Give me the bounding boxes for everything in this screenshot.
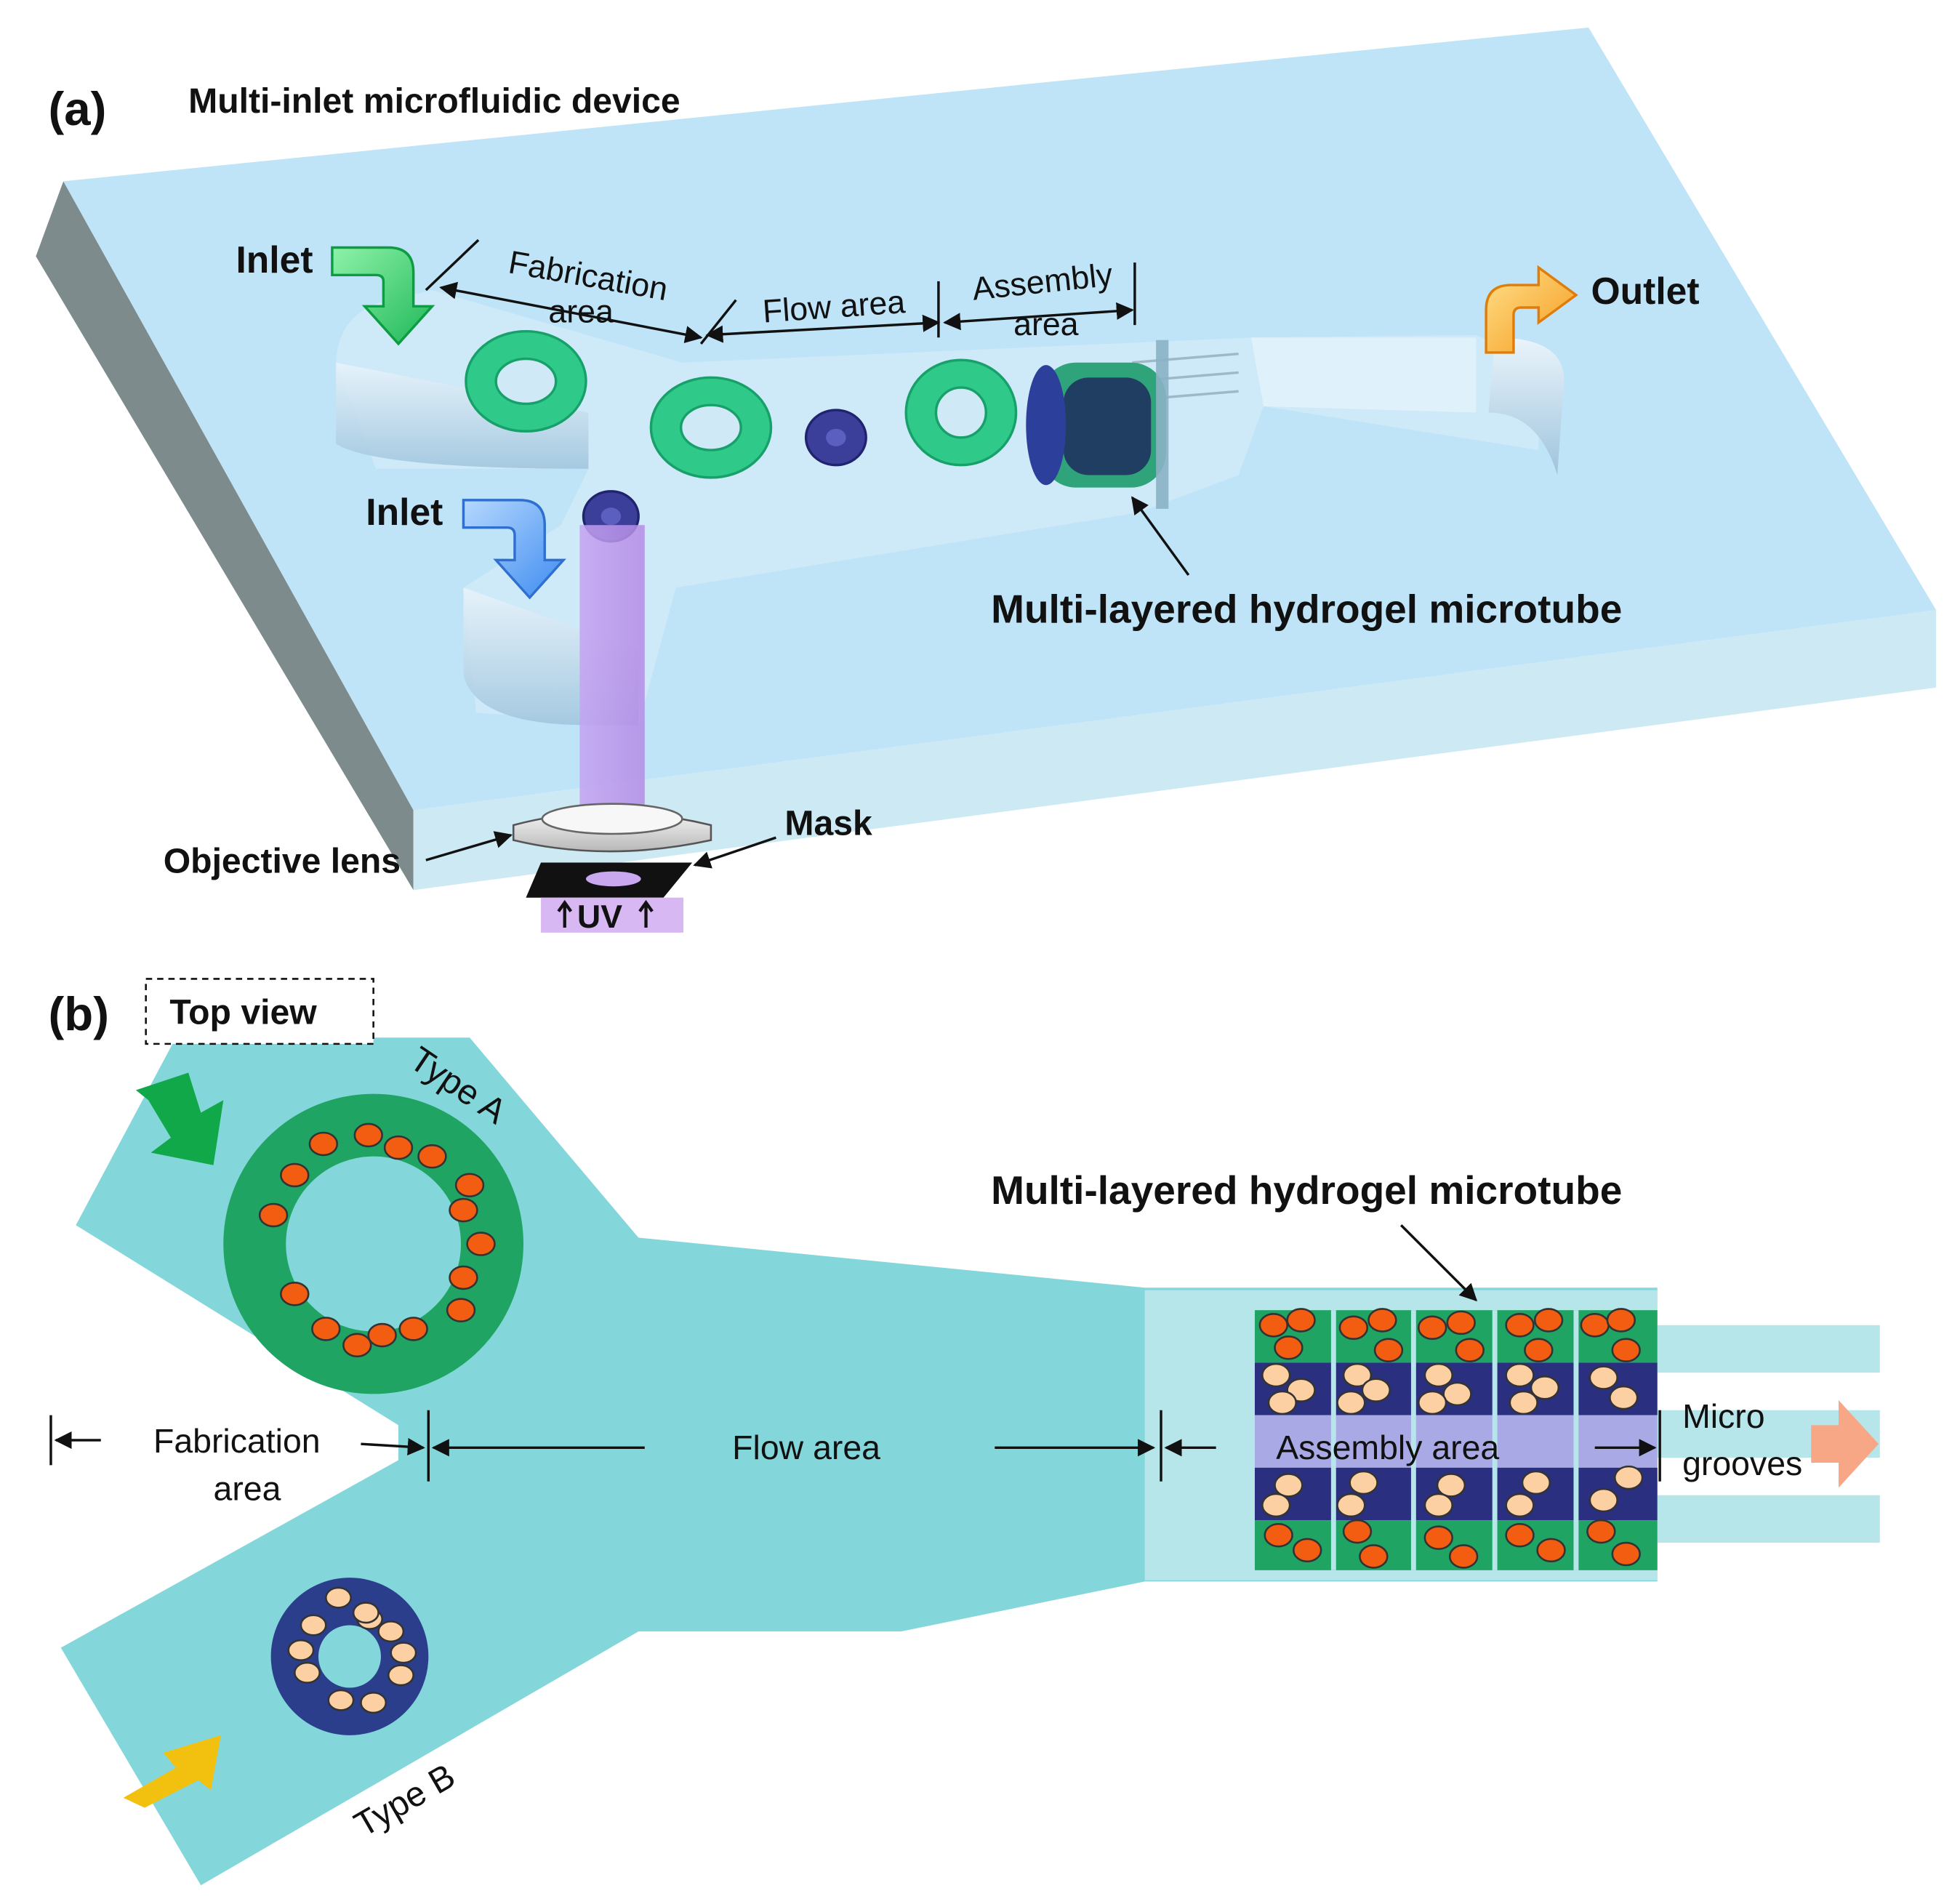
- type-b-cells: [287, 1586, 417, 1714]
- channel-top-view: [60, 1037, 1658, 1886]
- panel-b: (b) Top view Type A Type B Multi-layered…: [49, 978, 1880, 1886]
- inlet-green-arrow-b: [135, 1072, 224, 1165]
- outlet-label: Outlet: [1591, 270, 1700, 312]
- type-a-ring: [223, 1093, 523, 1394]
- dimension-lines-a: [425, 238, 1190, 869]
- microtube-label-a: Multi-layered hydrogel microtube: [991, 586, 1622, 631]
- microtube-label-b: Multi-layered hydrogel microtube: [991, 1168, 1622, 1213]
- ring-a-3: [904, 358, 1018, 467]
- uv-beam: [579, 525, 645, 838]
- inlet-yellow-arrow-b: [123, 1735, 221, 1808]
- assembly-area-label-a2: area: [1013, 307, 1079, 342]
- inlet-bottom-arrow: [462, 499, 566, 600]
- outlet-arrow: [1485, 265, 1578, 354]
- top-view-label: Top view: [169, 992, 317, 1032]
- assembly-area-label-b: Assembly area: [1276, 1429, 1499, 1466]
- inlet-bottom-label: Inlet: [366, 491, 443, 533]
- panel-a-title: Multi-inlet microfluidic device: [188, 81, 680, 121]
- outlet-arrow-b: [1811, 1399, 1879, 1488]
- device-front-face: [413, 610, 1937, 891]
- type-a-cells: [258, 1122, 496, 1358]
- micro-grooves-label-1: Micro: [1682, 1397, 1764, 1435]
- device-side-face: [36, 181, 414, 891]
- panel-a-label: (a): [49, 82, 107, 135]
- assembled-microtube: [1254, 1308, 1658, 1570]
- fabrication-area-label-b1: Fabrication: [153, 1422, 321, 1460]
- microtube-3d: [1026, 340, 1169, 509]
- uv-label: UV: [577, 899, 622, 935]
- inlet-top-label: Inlet: [236, 238, 313, 281]
- ring-a-1: [465, 329, 587, 433]
- micro-groove-bottom: [1657, 1495, 1880, 1543]
- microtube-peach-cells: [1261, 1362, 1644, 1518]
- panel-a: (a) Multi-inlet microfluidic device Inle…: [36, 27, 1937, 935]
- dimension-lines-b: [49, 1224, 1661, 1482]
- micro-groove-top: [1657, 1325, 1880, 1373]
- mask-plate: [526, 862, 693, 898]
- type-b-ring: [270, 1578, 429, 1735]
- flow-area-label-b: Flow area: [732, 1429, 880, 1466]
- fabrication-area-label-a2: area: [548, 294, 614, 330]
- objective-lens-shape: [512, 803, 712, 853]
- ring-b-1: [804, 409, 867, 467]
- micro-grooves-label-2: grooves: [1682, 1445, 1802, 1482]
- ring-a-2: [649, 376, 773, 479]
- fabrication-area-label-b2: area: [214, 1470, 281, 1508]
- panel-b-label: (b): [49, 987, 109, 1040]
- top-view-box: [145, 978, 374, 1045]
- mask-label: Mask: [784, 804, 872, 843]
- inlet-top-arrow: [331, 246, 435, 346]
- uv-arrows: [557, 899, 654, 928]
- objective-lens-label: Objective lens: [164, 841, 401, 880]
- microtube-orange-cells: [1258, 1308, 1641, 1569]
